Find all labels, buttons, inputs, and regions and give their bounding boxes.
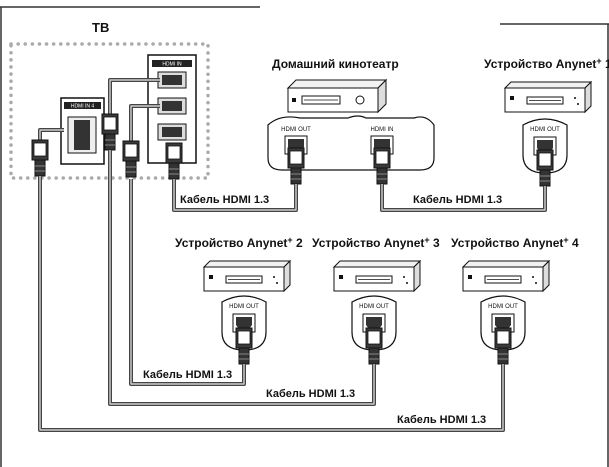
- cable-label-5: Кабель HDMI 1.3: [397, 414, 486, 426]
- home-theater-unit: [286, 78, 388, 114]
- tv-hdmi-panel: HDMI IN: [147, 54, 197, 164]
- device-3-port-label: HDMI OUT: [359, 304, 389, 310]
- tv-label: ТВ: [92, 20, 109, 35]
- tv-dotted-frame: [9, 42, 210, 180]
- home-theater-label: Домашний кинотеатр: [272, 57, 399, 71]
- device-4-unit: [462, 260, 550, 292]
- device-2-port-label: HDMI OUT: [229, 304, 259, 310]
- device-2-unit: [203, 260, 291, 292]
- hdmi-in-4-label: HDMI IN 4: [71, 104, 95, 110]
- cable-label-4: Кабель HDMI 1.3: [266, 388, 355, 400]
- cable-label-1: Кабель HDMI 1.3: [180, 194, 269, 206]
- home-theater-port-frame: [267, 115, 435, 171]
- tv-side-panel: HDMI IN 4: [60, 97, 105, 165]
- tv-connector-left: [31, 139, 49, 177]
- device-4-label: Устройство Anynet+ 4: [451, 235, 579, 250]
- device-1-port-label: HDMI OUT: [530, 127, 560, 133]
- device-1-connector: [536, 149, 554, 187]
- cable-label-3: Кабель HDMI 1.3: [143, 369, 232, 381]
- device-3-connector: [365, 327, 383, 365]
- home-theater-in-connector: [373, 147, 391, 185]
- device-4-port-label: HDMI OUT: [488, 304, 518, 310]
- tv-connector-right: [122, 140, 140, 178]
- home-theater-out-connector: [287, 147, 305, 185]
- home-theater-in-label: HDMI IN: [371, 127, 394, 133]
- home-theater-out-label: HDMI OUT: [281, 127, 311, 133]
- device-2-connector: [235, 327, 253, 365]
- device-2-label: Устройство Anynet+ 2: [175, 235, 303, 250]
- device-3-label: Устройство Anynet+ 3: [312, 235, 440, 250]
- device-4-connector: [494, 327, 512, 365]
- hdmi-in-panel-label: HDMI IN: [162, 62, 182, 68]
- device-1-unit: [504, 81, 592, 113]
- cable-label-2: Кабель HDMI 1.3: [413, 194, 502, 206]
- device-3-unit: [333, 260, 421, 292]
- tv-connector-hdmi-in: [165, 142, 183, 180]
- device-1-label: Устройство Anynet+ 1: [484, 56, 609, 71]
